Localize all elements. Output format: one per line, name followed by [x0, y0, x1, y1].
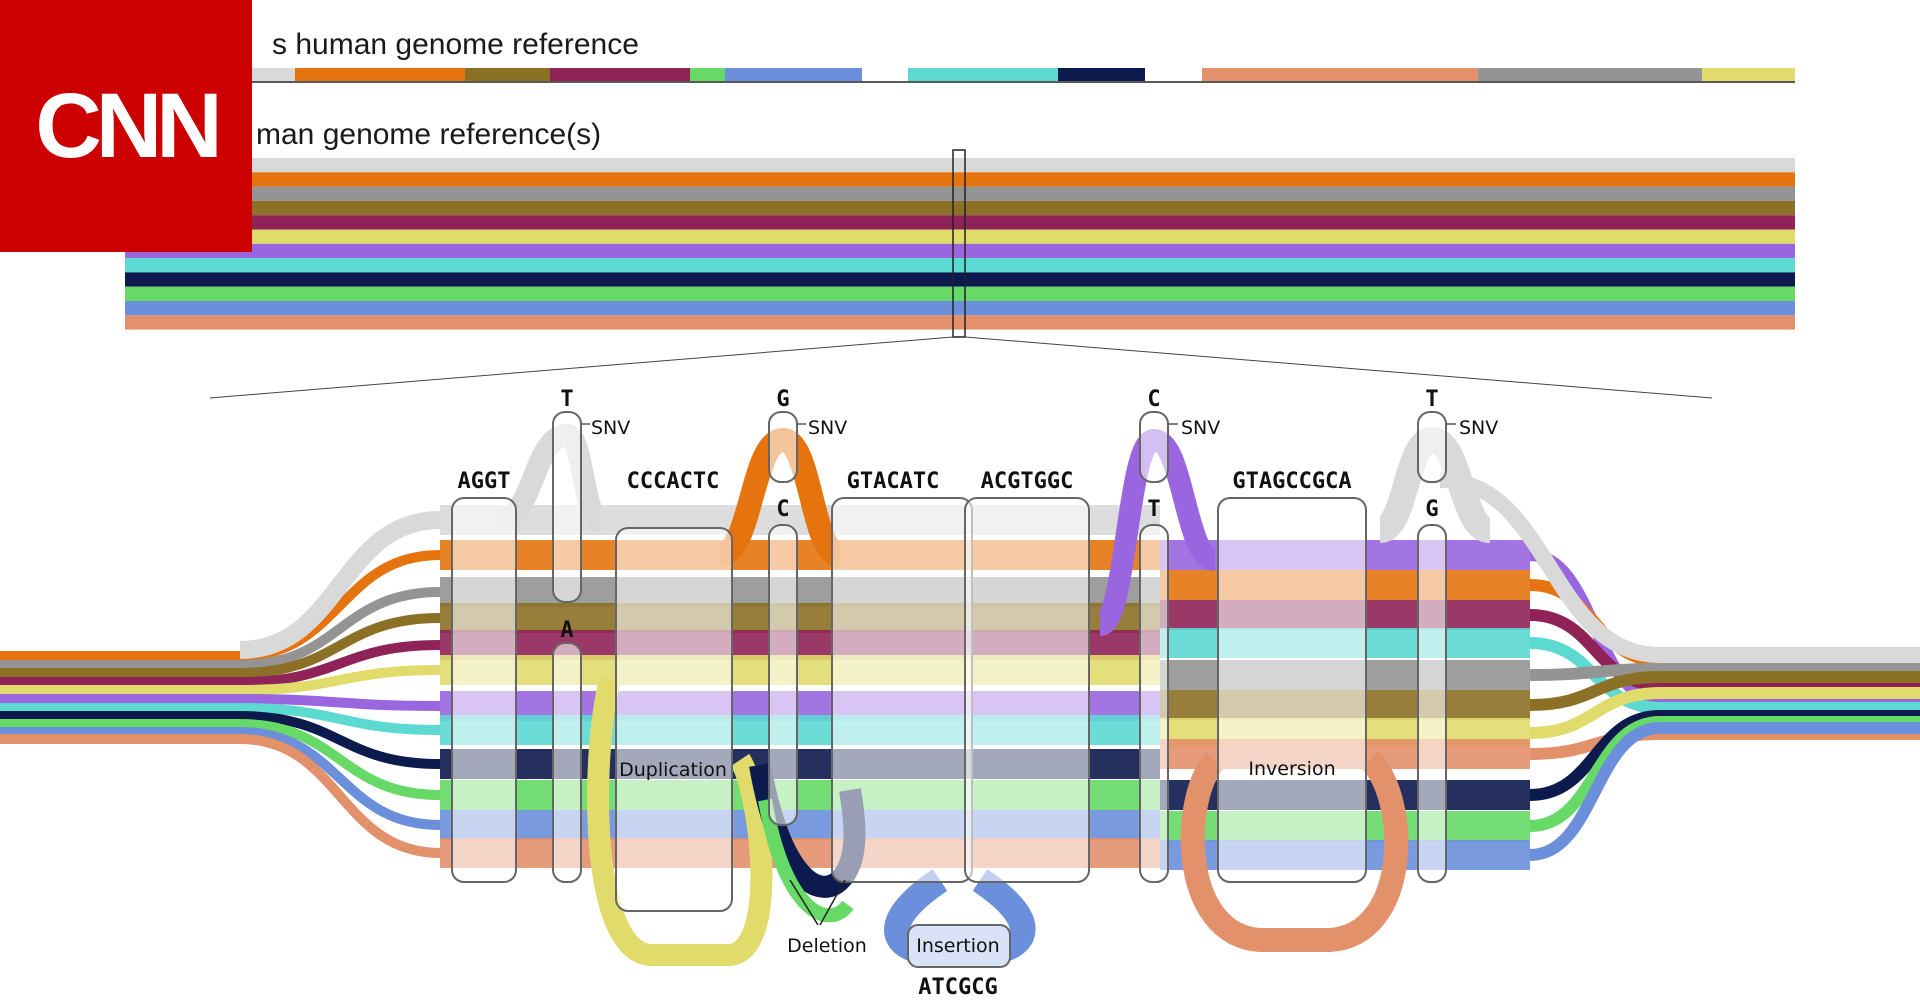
flow-band [1529, 670, 1920, 711]
flow-band [0, 587, 441, 670]
inversion-label: Inversion [1248, 758, 1335, 780]
flow-band [239, 511, 441, 659]
node-seq: ACGTGGC [981, 469, 1074, 494]
snv-bottom-base: G [1425, 497, 1438, 522]
snv-label: SNV [808, 417, 847, 439]
flow-band [1529, 721, 1920, 861]
insertion-label: Insertion [916, 935, 999, 957]
insertion-sequence: ATCGCG [918, 975, 997, 1000]
linear-segment [550, 68, 690, 81]
linear-segment [690, 68, 725, 81]
graph-node [552, 642, 582, 883]
flow-band [0, 734, 441, 858]
graph-node [1217, 497, 1367, 883]
flow-band [1439, 472, 1920, 664]
pangenome-band [125, 301, 1795, 316]
deletion-label: Deletion [787, 935, 867, 957]
graph-node [768, 524, 798, 826]
node-seq: GTAGCCGCA [1232, 469, 1351, 494]
snv-top-base: T [1425, 387, 1438, 412]
pangenome-band [125, 172, 1795, 187]
snv-top-base: C [1147, 387, 1160, 412]
flow-band [1529, 662, 1920, 681]
linear-segment [725, 68, 862, 81]
linear-segment [465, 68, 550, 81]
insertion-node [907, 924, 1011, 968]
flow-band [1529, 609, 1920, 692]
graph-node [831, 497, 973, 883]
graph-node [615, 527, 733, 912]
snv-bottom-base: C [776, 497, 789, 522]
flow-band [0, 694, 441, 711]
zoom-window [952, 149, 966, 338]
linear-segment [295, 68, 465, 81]
pangenome-band [125, 215, 1795, 230]
pangenome-band [125, 158, 1795, 173]
flow-band [1529, 727, 1920, 760]
snv-top-base: G [776, 387, 789, 412]
flow-band [0, 640, 441, 687]
snv-top-base: T [560, 387, 573, 412]
duplication-loop [587, 677, 773, 966]
flow-band [1529, 686, 1920, 739]
snv-label: SNV [591, 417, 630, 439]
graph-labels: AGGT CCCACTC GTACATC ACGTGGC GTAGCCGCA T… [458, 387, 1499, 1000]
linear-segment [908, 68, 1058, 81]
graph-node-boxes [451, 411, 1456, 968]
linear-segment [1058, 68, 1145, 81]
zoom-line [964, 336, 1713, 399]
graph-node [1139, 411, 1169, 483]
linear-reference-title: s human genome reference [272, 28, 639, 61]
graph-node [1417, 524, 1447, 883]
linear-segment [1478, 68, 1702, 81]
linear-segment [252, 68, 295, 81]
graph-node [768, 411, 798, 483]
pangenome-band-stack [125, 158, 1795, 330]
graph-node [964, 497, 1090, 883]
flow-band [0, 727, 441, 830]
snv-bottom-base: A [560, 618, 573, 643]
pangenome-band [125, 258, 1795, 273]
node-seq: AGGT [458, 469, 511, 494]
flow-band [0, 665, 441, 695]
pangenome-band [125, 272, 1795, 287]
graph-node [1417, 411, 1447, 483]
snv-bottom-base: T [1147, 497, 1160, 522]
pangenome-band [125, 286, 1795, 301]
flow-band [0, 613, 441, 678]
snv-label: SNV [1181, 417, 1220, 439]
pangenome-band [125, 186, 1795, 201]
zoom-indicator [209, 149, 1713, 399]
cnn-logo-text: CNN [35, 75, 222, 177]
flow-band [1529, 637, 1920, 715]
inversion-loop [1180, 751, 1409, 952]
pangenome-band [125, 200, 1795, 216]
pangenome-band [125, 315, 1795, 330]
cnn-logo: CNN [0, 0, 252, 252]
graph-node [552, 411, 582, 603]
linear-reference-bar [252, 68, 1795, 83]
pangenome-band [125, 229, 1795, 244]
node-seq: CCCACTC [627, 469, 720, 494]
flow-band [0, 718, 441, 800]
linear-segment [1702, 68, 1795, 81]
pangenome-band [125, 243, 1795, 259]
flow-band [1529, 549, 1920, 707]
pangenome-reference-title: man genome reference(s) [256, 118, 602, 151]
graph-node [1139, 524, 1169, 883]
snv-label: SNV [1459, 417, 1498, 439]
node-seq: GTACATC [847, 469, 940, 494]
deletion-pointer [819, 879, 846, 926]
deletion-pointer [789, 879, 819, 926]
deletion-loop [758, 798, 854, 923]
graph-node [451, 497, 517, 883]
flow-band [0, 711, 441, 769]
duplication-label: Duplication [619, 759, 727, 781]
linear-segment [1202, 68, 1478, 81]
zoom-line [209, 336, 954, 399]
flow-band [0, 703, 441, 735]
